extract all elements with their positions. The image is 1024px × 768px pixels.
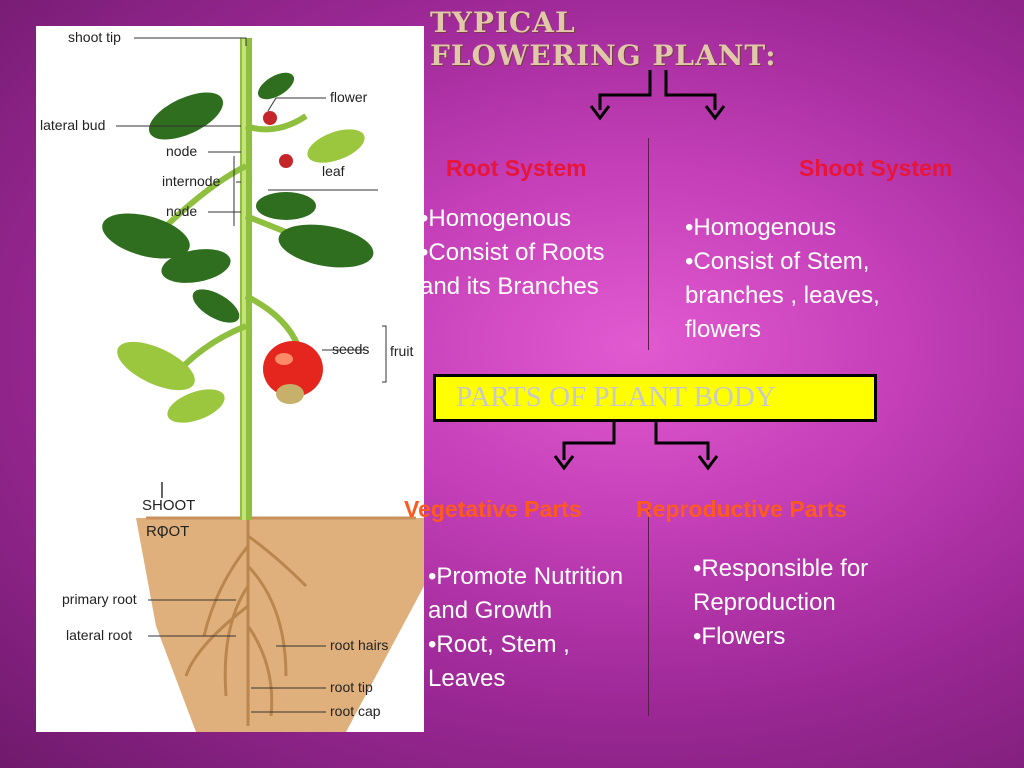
arrowhead-shoot-system [704, 105, 726, 121]
label-root-cap: root cap [330, 703, 381, 719]
label-flower: flower [330, 89, 368, 105]
arrowhead-root-system [589, 105, 611, 121]
plant-illustration: shoot tip flower lateral bud node intern… [40, 29, 424, 732]
divider-lower [648, 510, 649, 716]
parts-of-plant-body-box: PARTS OF PLANT BODY [433, 374, 877, 422]
reproductive-bullet-1: Responsible for Reproduction [693, 552, 883, 620]
arrowhead-reproductive [697, 455, 719, 471]
root-system-bullets: Homogenous Consist of Roots and its Bran… [420, 202, 620, 304]
fruit-highlight [275, 353, 293, 365]
arrow-to-root-system [598, 70, 652, 110]
label-primary-root: primary root [62, 591, 137, 607]
arrow-to-vegetative [562, 418, 616, 460]
label-shoot-tip: shoot tip [68, 29, 121, 45]
reproductive-bullet-2: Flowers [693, 620, 883, 654]
root-system-bullet-1: Homogenous [420, 202, 620, 236]
pale-leaves [117, 129, 365, 423]
stem-highlight [242, 38, 246, 520]
label-leaf: leaf [322, 163, 345, 179]
label-lateral-root: lateral root [66, 627, 132, 643]
vegetative-parts-heading: Vegetative Parts [404, 496, 582, 522]
shoot-system-bullets: Homogenous Consist of Stem, branches , l… [685, 211, 945, 347]
label-root-hairs: root hairs [330, 637, 388, 653]
label-root-tip: root tip [330, 679, 373, 695]
arrowhead-vegetative [553, 455, 575, 471]
reproductive-parts-bullets: Responsible for Reproduction Flowers [693, 552, 883, 654]
reproductive-parts-heading: Reproductive Parts [636, 496, 847, 522]
label-node-lower: node [166, 203, 197, 219]
label-seeds: seeds [332, 341, 369, 357]
leaves [102, 72, 374, 323]
shoot-system-bullet-1: Homogenous [685, 211, 945, 245]
fruit-cut [276, 384, 304, 404]
shoot-system-bullet-2: Consist of Stem, branches , leaves, flow… [685, 245, 945, 347]
label-fruit: fruit [390, 343, 413, 359]
slide-title: TYPICAL FLOWERING PLANT: [430, 6, 790, 72]
label-lateral-bud: lateral bud [40, 117, 105, 133]
flowers [263, 111, 293, 168]
slide-title-text: TYPICAL FLOWERING PLANT: [430, 6, 777, 72]
divider-upper [648, 138, 649, 350]
vegetative-bullet-2: Root, Stem , Leaves [428, 628, 628, 696]
roots [184, 518, 308, 726]
label-internode: internode [162, 173, 221, 189]
root-system-bullet-2: Consist of Roots and its Branches [420, 236, 620, 304]
vegetative-parts-bullets: Promote Nutrition and Growth Root, Stem … [428, 560, 628, 696]
arrow-to-shoot-system [664, 70, 717, 110]
label-root: ROOT [146, 523, 189, 540]
arrow-to-reproductive [654, 418, 710, 460]
shoot-system-heading: Shoot System [799, 155, 953, 181]
label-shoot: SHOOT [142, 497, 195, 514]
plant-diagram: shoot tip flower lateral bud node intern… [36, 26, 424, 732]
leader-lines [116, 37, 387, 713]
label-node-upper: node [166, 143, 197, 159]
root-system-heading: Root System [446, 155, 587, 181]
vegetative-bullet-1: Promote Nutrition and Growth [428, 560, 628, 628]
